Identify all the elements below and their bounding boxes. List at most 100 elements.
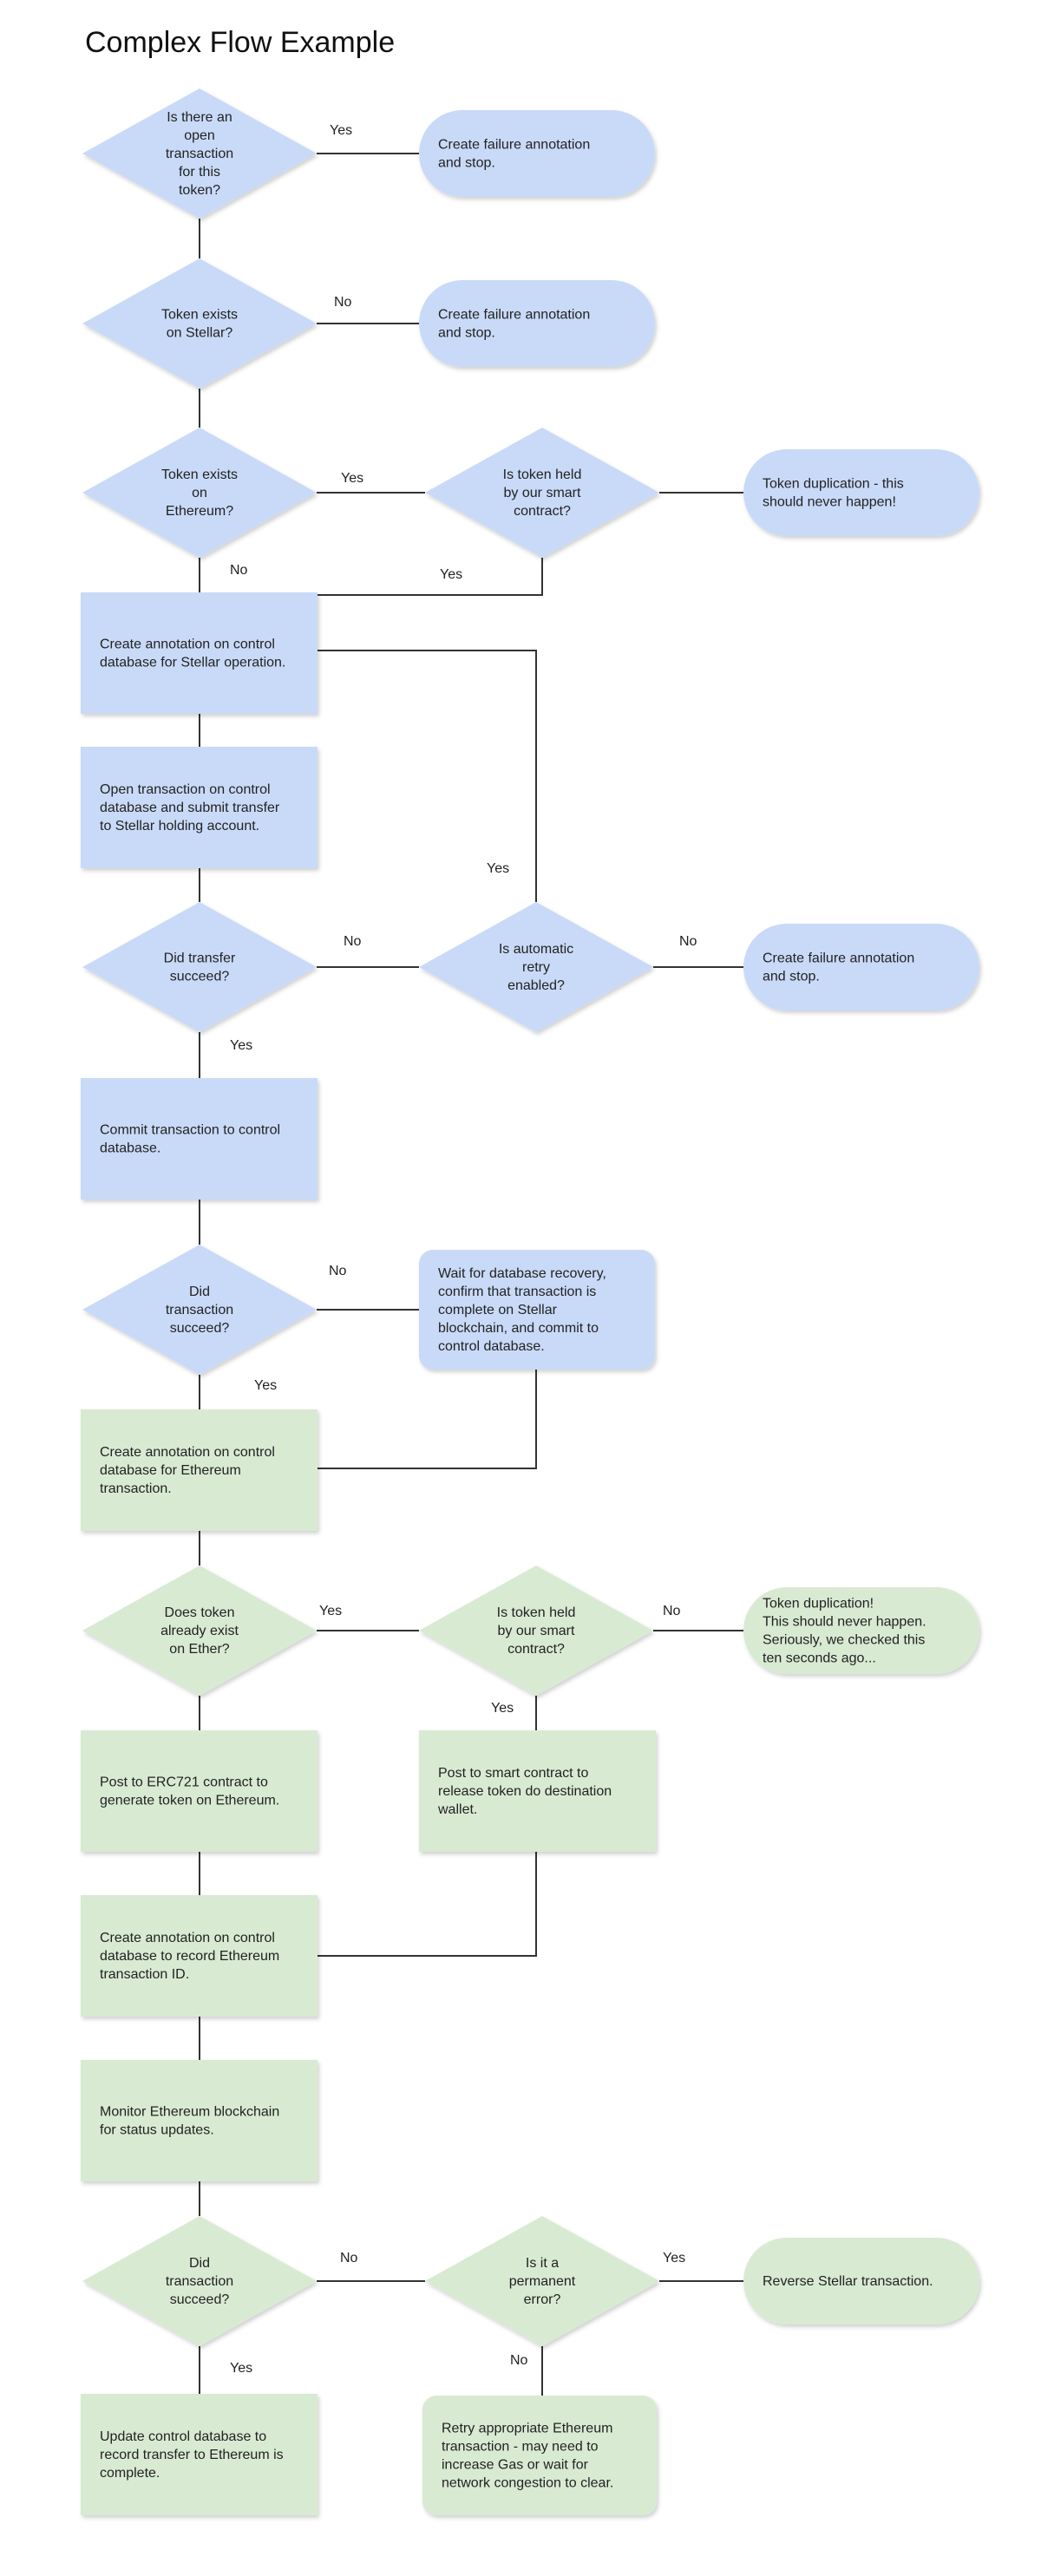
connector-lines (199, 153, 743, 2396)
edge-label-d7b-yes: Yes (663, 2251, 685, 2265)
edge-label-d4b-no: No (679, 934, 697, 949)
edge-label-d4-no: No (344, 934, 362, 949)
decision-diamond (82, 428, 317, 558)
edge-label-d7-yes: Yes (230, 2361, 252, 2376)
decision-diamond (82, 1566, 317, 1696)
edge-label-d6b-no: No (663, 1604, 681, 1618)
edge-label-d4b-yes: Yes (487, 861, 509, 876)
decision-diamond (425, 2216, 659, 2346)
process-box (81, 1895, 318, 2017)
node-label: Token duplication!This should never happ… (763, 1597, 926, 1666)
connector-line (318, 1370, 537, 1469)
process-box (81, 2394, 318, 2515)
edge-label-d3-yes: Yes (341, 471, 363, 486)
terminal-box (743, 924, 979, 1010)
connector-line (318, 1852, 537, 1957)
terminal-box (419, 1250, 655, 1370)
edge-label-d7b-no: No (510, 2353, 528, 2368)
node-r6: Token duplication!This should never happ… (743, 1587, 979, 1674)
connector-line (318, 650, 537, 902)
process-box (81, 592, 318, 714)
edge-label-d6-yes: Yes (319, 1604, 342, 1618)
node-r7: Reverse Stellar transaction. (743, 2238, 979, 2324)
edge-label-d3-no: No (230, 563, 248, 578)
terminal-box (743, 1587, 979, 1674)
terminal-box (419, 280, 655, 367)
edge-label-d6b-yes: Yes (491, 1701, 514, 1716)
node-label: Wait for database recovery,confirm that … (438, 1266, 606, 1354)
edge-label-d2-no: No (334, 295, 352, 310)
terminal-box (743, 449, 979, 536)
process-box (81, 747, 318, 868)
terminal-box (422, 2396, 657, 2515)
edge-label-d4-yes: Yes (230, 1038, 252, 1053)
process-box (81, 1078, 318, 1200)
process-box (81, 1409, 318, 1531)
decision-diamond (82, 258, 317, 389)
edge-label-d1-yes: Yes (330, 123, 352, 138)
edge-label-d3b-yes: Yes (440, 567, 462, 582)
decision-diamond (82, 902, 317, 1032)
node-label: Reverse Stellar transaction. (763, 2274, 933, 2289)
decision-diamond (425, 428, 659, 558)
edge-label-d5-no: No (329, 1264, 347, 1278)
edge-label-d7-no: No (340, 2251, 358, 2265)
node-r5: Wait for database recovery,confirm that … (419, 1250, 655, 1370)
process-box (81, 2060, 318, 2181)
terminal-box (743, 2238, 979, 2324)
connector-line (318, 558, 543, 596)
decision-diamond (82, 2216, 317, 2346)
process-box (81, 1730, 318, 1852)
terminal-box (419, 110, 655, 197)
edge-label-d5-yes: Yes (254, 1378, 277, 1393)
page-title: Complex Flow Example (85, 26, 396, 59)
